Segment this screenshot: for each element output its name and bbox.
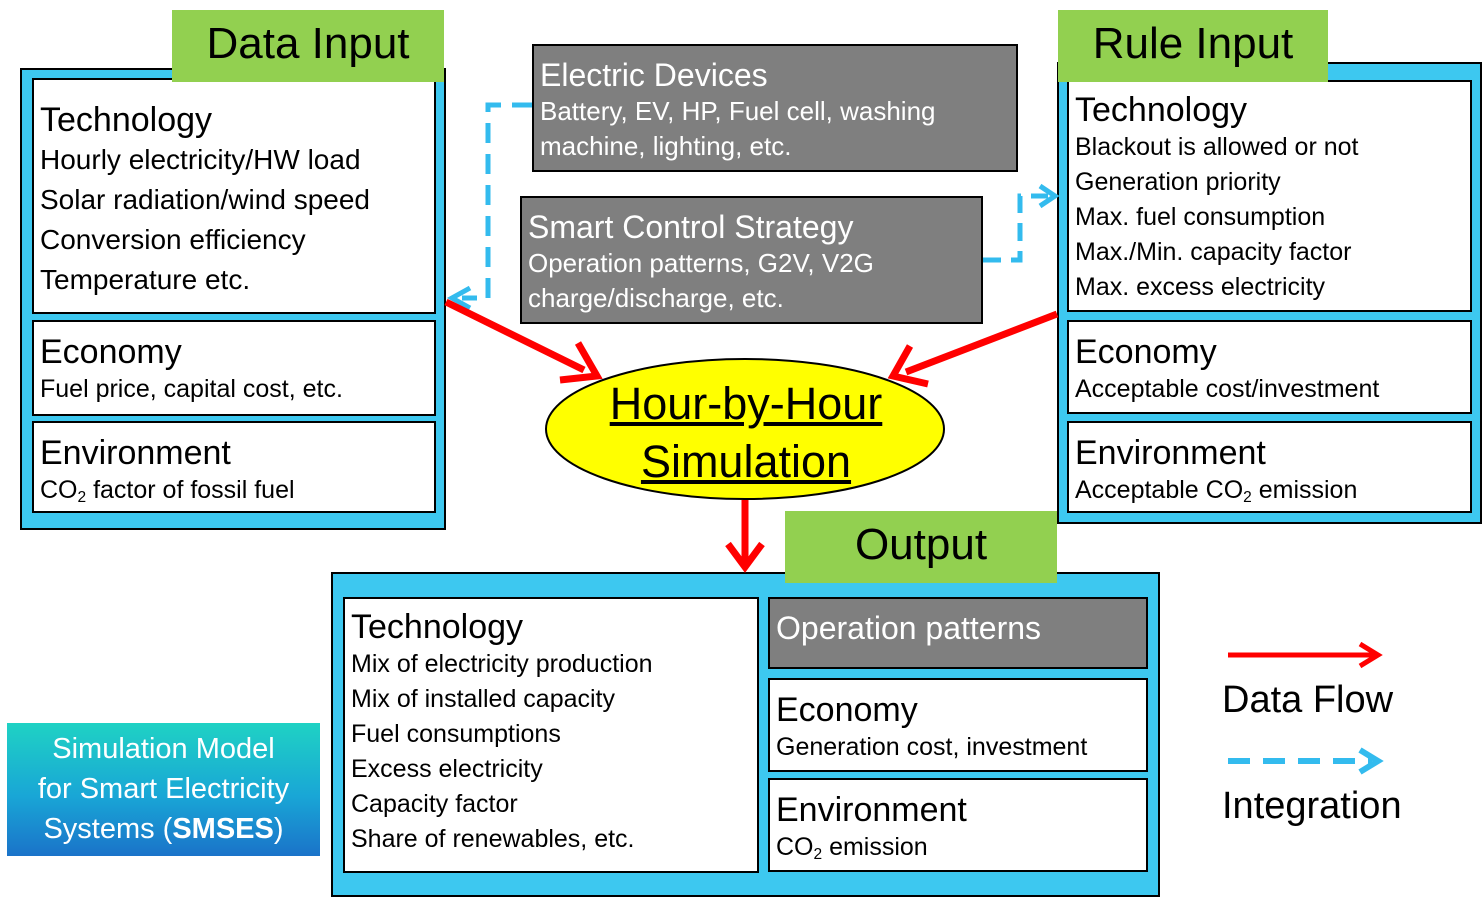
data-flow-arrow-rule-input xyxy=(904,310,1059,376)
output-environment-box: Environment CO2 emission xyxy=(768,778,1148,872)
output-technology-box: Technology Mix of electricity production… xyxy=(343,597,759,873)
data-input-economy-box: Economy Fuel price, capital cost, etc. xyxy=(32,320,436,416)
output-tech-item: Excess electricity xyxy=(351,755,543,783)
environment-suffix: factor of fossil fuel xyxy=(86,476,295,504)
output-economy-box: Economy Generation cost, investment xyxy=(768,678,1148,772)
data-input-technology-box: Technology Hourly electricity/HW load So… xyxy=(32,78,436,314)
rule-input-tech-item: Generation priority xyxy=(1075,168,1281,196)
legend-data-flow-label: Data Flow xyxy=(1222,679,1394,721)
simulation-line-1: Hour-by-Hour xyxy=(609,378,883,429)
rule-input-economy-heading: Economy xyxy=(1075,333,1217,371)
output-tech-item: Share of renewables, etc. xyxy=(351,825,635,853)
electric-devices-title: Electric Devices xyxy=(540,57,768,93)
data-input-tag: Data Input xyxy=(172,10,444,82)
legend-data-flow-arrowhead xyxy=(1358,641,1383,669)
smses-model-label: Simulation Model for Smart Electricity S… xyxy=(7,723,320,856)
integration-arrow-smart-control xyxy=(983,193,1048,263)
rule-input-environment-heading: Environment xyxy=(1075,434,1266,472)
output-environment-text: CO2 emission xyxy=(776,830,1140,865)
smses-line-3: Systems (SMSES) xyxy=(7,809,320,849)
output-tech-item: Fuel consumptions xyxy=(351,720,561,748)
output-tech-item: Capacity factor xyxy=(351,790,518,818)
electric-devices-box: Electric Devices Battery, EV, HP, Fuel c… xyxy=(532,44,1018,172)
data-input-environment-text: CO2 factor of fossil fuel xyxy=(40,473,428,508)
smart-control-box: Smart Control Strategy Operation pattern… xyxy=(520,196,983,324)
smart-control-line: charge/discharge, etc. xyxy=(528,283,784,313)
electric-devices-line: Battery, EV, HP, Fuel cell, washing xyxy=(540,96,936,126)
output-tag: Output xyxy=(785,511,1057,583)
legend-integration-label: Integration xyxy=(1222,785,1402,827)
data-flow-arrowhead xyxy=(725,541,765,573)
co2-text: CO xyxy=(776,833,814,861)
rule-input-tech-item: Max. excess electricity xyxy=(1075,273,1326,301)
rule-input-economy-box: Economy Acceptable cost/investment xyxy=(1067,320,1472,414)
integration-arrow-devices xyxy=(462,102,532,301)
smses-line-2: for Smart Electricity xyxy=(37,773,290,805)
rule-input-environment-box: Environment Acceptable CO2 emission xyxy=(1067,421,1472,513)
output-tech-item: Mix of electricity production xyxy=(351,650,653,678)
simulation-label: Hour-by-Hour Simulation xyxy=(560,375,932,491)
output-environment-heading: Environment xyxy=(776,791,967,829)
rule-input-tech-item: Blackout is allowed or not xyxy=(1075,133,1359,161)
data-input-technology-heading: Technology xyxy=(40,101,213,139)
smses-line-3-prefix: Systems ( xyxy=(43,813,173,845)
data-flow-arrow-data-input xyxy=(444,298,586,374)
smart-control-line: Operation patterns, G2V, V2G xyxy=(528,248,874,278)
operation-patterns-box: Operation patterns xyxy=(768,597,1148,669)
rule-input-economy-text: Acceptable cost/investment xyxy=(1075,375,1380,403)
electric-devices-line: machine, lighting, etc. xyxy=(540,131,792,161)
rule-input-environment-text: Acceptable CO2 emission xyxy=(1075,473,1464,508)
environment-suffix: emission xyxy=(1251,476,1358,504)
operation-patterns-label: Operation patterns xyxy=(776,610,1042,646)
smses-line-3-suffix: ) xyxy=(273,813,284,845)
integration-arrowhead-left xyxy=(446,285,472,311)
rule-input-tech-item: Max./Min. capacity factor xyxy=(1075,238,1352,266)
subscript-2: 2 xyxy=(1243,489,1252,506)
simulation-line-2: Simulation xyxy=(640,436,852,487)
data-flow-arrowhead xyxy=(887,344,929,388)
rule-input-tag: Rule Input xyxy=(1058,10,1328,82)
smses-acronym: SMSES xyxy=(172,813,274,845)
data-input-environment-heading: Environment xyxy=(40,434,231,472)
subscript-2: 2 xyxy=(77,489,87,506)
co2-text: CO xyxy=(40,476,78,504)
emission-text: emission xyxy=(822,833,928,861)
output-technology-heading: Technology xyxy=(351,608,524,646)
smart-control-title: Smart Control Strategy xyxy=(528,209,854,245)
data-input-economy-heading: Economy xyxy=(40,333,182,371)
data-input-environment-box: Environment CO2 factor of fossil fuel xyxy=(32,421,436,513)
data-input-tech-item: Conversion efficiency xyxy=(40,224,306,255)
legend-integration-arrowhead xyxy=(1358,747,1384,775)
rule-input-technology-box: Technology Blackout is allowed or not Ge… xyxy=(1067,80,1472,312)
data-input-tech-item: Temperature etc. xyxy=(40,264,251,295)
data-input-tech-item: Hourly electricity/HW load xyxy=(40,144,361,175)
simulation-ellipse xyxy=(545,358,945,500)
output-tech-item: Mix of installed capacity xyxy=(351,685,616,713)
integration-arrowhead-right xyxy=(1038,183,1060,209)
rule-input-tech-item: Max. fuel consumption xyxy=(1075,203,1326,231)
output-economy-text: Generation cost, investment xyxy=(776,733,1088,761)
rule-input-technology-heading: Technology xyxy=(1075,91,1248,129)
data-flow-arrowhead xyxy=(559,341,603,384)
data-input-economy-text: Fuel price, capital cost, etc. xyxy=(40,375,343,403)
smses-line-1: Simulation Model xyxy=(52,733,275,765)
data-input-tech-item: Solar radiation/wind speed xyxy=(40,184,370,215)
output-economy-heading: Economy xyxy=(776,691,918,729)
acceptable-co2-text: Acceptable CO xyxy=(1075,476,1244,504)
subscript-2: 2 xyxy=(813,846,823,863)
